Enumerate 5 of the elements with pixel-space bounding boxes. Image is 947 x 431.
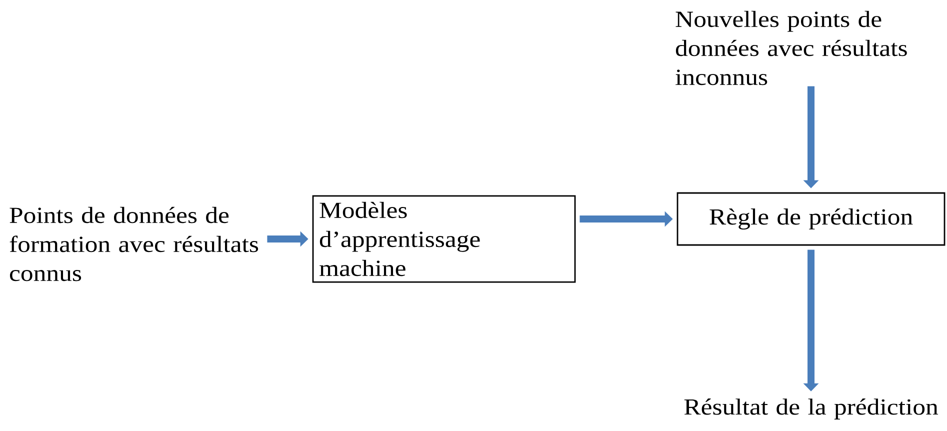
text-label: Nouvelles points de données avec résultats inconnus bbox=[676, 10, 907, 86]
process-box: Modèles d’apprentissage machine bbox=[312, 195, 576, 283]
text-label: Points de données de formation avec résultats connus bbox=[10, 206, 258, 282]
text-label: Résultat de la prédiction bbox=[684, 398, 938, 420]
process-box: Règle de prédiction bbox=[676, 192, 946, 246]
